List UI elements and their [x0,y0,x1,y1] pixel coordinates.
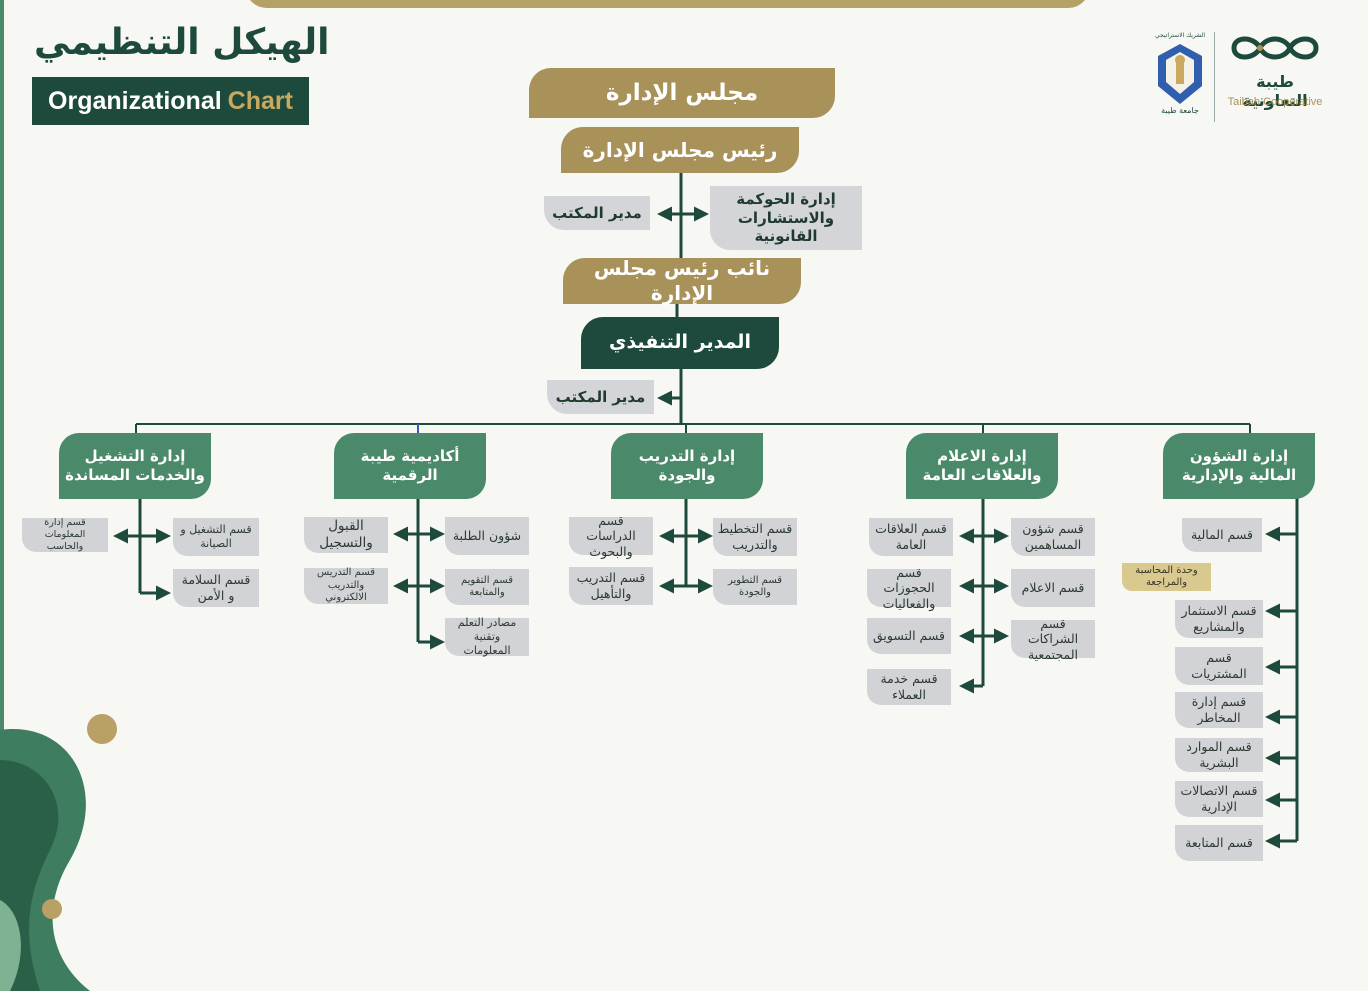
section-evaluation: قسم التقويم والمتابعة [445,569,529,605]
logo-name-en: Taibah Cooperative [1227,96,1323,108]
decor-swirl [0,0,117,991]
university-emblem-icon [1158,44,1202,104]
section-shareholders: قسم شؤون المساهمين [1011,518,1095,556]
section-safety-security: قسم السلامة و الأمن [173,569,259,607]
section-media: قسم الاعلام [1011,569,1095,607]
chairman-box: رئيس مجلس الإدارة [561,127,799,173]
section-marketing: قسم التسويق [867,618,951,654]
university-label: جامعة طيبة [1161,106,1199,115]
section-investment: قسم الاستثمار والمشاريع [1175,600,1263,638]
logo-divider [1214,32,1215,122]
section-planning-training: قسم التخطيط والتدريب [713,518,797,556]
left-edge-line [0,0,4,991]
logo-area: الشريك الاستراتيجي جامعة طيبة طيبة التعا… [1150,28,1330,128]
section-information-computer: قسم إدارة المعلومات والحاسب [22,517,108,552]
unit-accounting-audit: وحدة المحاسبة والمراجعة [1122,563,1211,591]
section-risk: قسم إدارة المخاطر [1175,692,1263,728]
top-decor-bar [245,0,1090,8]
section-finance: قسم المالية [1182,518,1262,552]
dept-finance-admin: إدارة الشؤون المالية والإدارية [1163,433,1315,499]
section-admin-comm: قسم الاتصالات الإدارية [1175,781,1263,817]
governance-box: إدارة الحوكمة والاستشارات القانونية [710,186,862,250]
swirl-light [0,900,21,991]
vice-chairman-box: نائب رئيس مجلس الإدارة [563,256,801,305]
office-manager-box-2: مدير المكتب [547,380,654,414]
title-en-main: Organizational [48,86,222,115]
section-student-affairs: شؤون الطلبة [445,517,529,555]
logo-name-ar: طيبة التعاونية [1242,72,1308,110]
page-title-en: Organizational Chart [32,77,309,125]
section-studies-research: قسم الدراسات والبحوث [569,513,653,559]
section-e-teaching: قسم التدريس والتدريب الالكتروني [304,567,388,604]
gold-dot-large [87,714,117,744]
section-community: قسم الشراكات المجتمعية [1011,616,1095,662]
page-title-ar: الهيكل التنظيمي [34,22,330,63]
partner-label: الشريك الاستراتيجي [1154,32,1206,39]
section-public-relations: قسم العلاقات العامة [869,518,953,556]
section-admission: القبول والتسجيل [304,517,388,553]
office-manager-box-1: مدير المكتب [544,196,650,230]
gold-dot-small [42,899,62,919]
section-bookings-events: قسم الحجوزات والفعاليات [867,565,951,611]
dept-media-pr: إدارة الاعلام والعلاقات العامة [906,433,1058,499]
section-customer-service: قسم خدمة العملاء [867,669,951,705]
section-followup: قسم المتابعة [1175,825,1263,861]
ceo-box: المدير التنفيذي [581,317,779,369]
section-learning-resources: مصادر التعلم وتقنية المعلومات [445,616,529,657]
section-training-qualification: قسم التدريب والتأهيل [569,567,653,605]
section-operation-maintenance: قسم التشغيل و الصيانة [173,518,259,556]
dept-operations: إدارة التشغيل والخدمات المساندة [59,433,211,499]
cooperative-logo-icon [1231,36,1319,60]
board-box: مجلس الإدارة [529,68,835,118]
dept-training-quality: إدارة التدريب والجودة [611,433,763,499]
dept-digital-academy: أكاديمية طيبة الرقمية [334,433,486,499]
title-en-accent: Chart [227,86,293,115]
section-procurement: قسم المشتريات [1175,647,1263,685]
section-development-quality: قسم التطوير والجودة [713,569,797,605]
section-hr: قسم الموارد البشرية [1175,738,1263,772]
